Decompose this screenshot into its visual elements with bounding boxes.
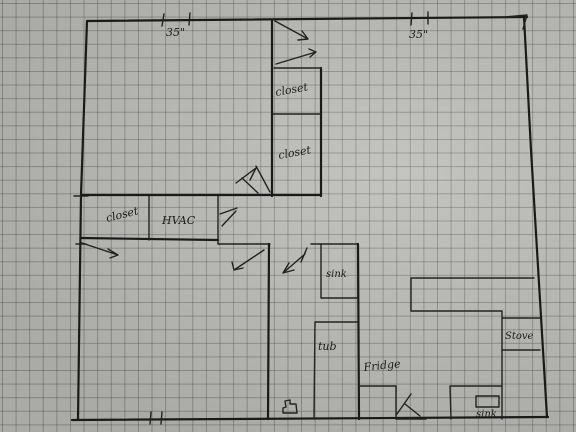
door-swings [81, 20, 427, 420]
dimension-label-top-left: 35" [166, 26, 185, 39]
interior-walls [79, 19, 541, 421]
left-wall [76, 19, 89, 422]
door-swing-left [81, 242, 119, 259]
door-swing-hall-top [235, 165, 271, 194]
labels: 35" 35" closet closet closet HVAC sink t… [105, 26, 534, 420]
outer-walls [70, 15, 550, 422]
kitchen-counter [410, 277, 535, 387]
fridge-box [358, 385, 397, 420]
center-vertical-wall-lower [266, 242, 271, 421]
tub-outline [313, 321, 358, 420]
kitchen-sink-basin [475, 395, 500, 408]
closet-label-left: closet [105, 204, 141, 225]
tick-top-corner [504, 14, 528, 30]
fridge-label: Fridge [362, 357, 402, 374]
bathroom-sink-label: sink [326, 269, 347, 280]
door-swing-top [274, 20, 317, 65]
toilet-icon [282, 399, 298, 414]
bathroom-right-wall [356, 242, 361, 421]
door-swing-kitchen [395, 393, 427, 420]
hvac-label: HVAC [161, 214, 196, 227]
closet-label-lower: closet [277, 143, 312, 162]
tick-top-left [161, 12, 191, 27]
bottom-wall [70, 415, 550, 422]
top-wall [85, 15, 529, 23]
door-swing-hall-left [231, 249, 265, 271]
stove-box [501, 317, 541, 351]
door-swing-bath [282, 247, 308, 274]
closet-label-upper: closet [274, 80, 309, 99]
door-swing-hvac [219, 207, 238, 227]
right-wall [522, 15, 549, 419]
tick-top-right [410, 11, 429, 26]
kitchen-sink-label: sink [476, 409, 497, 420]
tick-bottom [149, 411, 163, 425]
tub-label: tub [318, 340, 337, 353]
dimension-label-top-right: 35" [409, 28, 428, 41]
dimension-ticks [73, 11, 528, 425]
stove-label: Stove [505, 331, 534, 342]
kitchen-sink-counter [449, 385, 503, 420]
